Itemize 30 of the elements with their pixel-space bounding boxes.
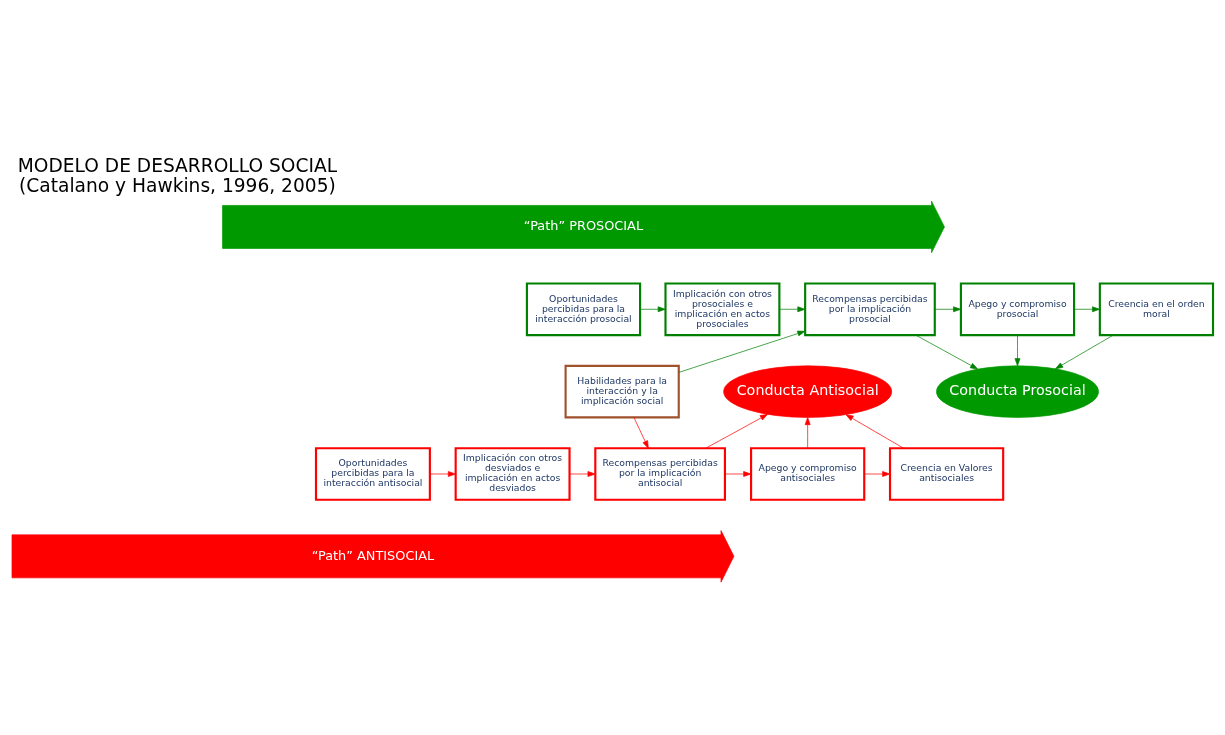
node-box: Implicación con otros prosociales e implicación en actos prosociales (664, 281, 781, 336)
caption: (Catalano y Hawkins, 1996, 2005) (19, 174, 336, 196)
arrow (934, 305, 961, 312)
arrow (1014, 334, 1021, 366)
arrow (1073, 305, 1100, 312)
arrow (915, 334, 978, 369)
arrow (845, 413, 904, 449)
arrow (864, 470, 891, 477)
node-box: Recompensas percibidas por la implicación prosocial (804, 281, 936, 336)
node-box: Oportunidades percibidas para la interacción prosocial (525, 281, 642, 336)
arrow (633, 416, 649, 448)
arrow (569, 470, 596, 477)
node-box: Creencia en el orden moral (1098, 281, 1215, 336)
node-box: Implicación con otros desviados e implicación en actos desviados (454, 446, 571, 501)
arrow (1055, 334, 1114, 369)
diagram-title: MODELO DE DESARROLLO SOCIAL (17, 154, 338, 176)
arrow (705, 413, 768, 448)
arrow (724, 470, 752, 477)
arrow (804, 416, 811, 448)
arrow (429, 470, 456, 477)
node-box: Apego y compromiso prosocial (959, 281, 1076, 336)
node-ellipse: Conducta Prosocial (936, 365, 1099, 418)
node-box: Recompensas percibidas por la implicación antisocial (594, 446, 726, 501)
arrow (678, 330, 806, 373)
arrow (639, 305, 666, 312)
node-box: Oportunidades percibidas para la interacción antisocial (314, 446, 431, 501)
arrow (779, 305, 806, 312)
node-box: Habilidades para la interacción y la implicación social (564, 364, 680, 418)
node-box: Apego y compromiso antisociales (750, 446, 866, 501)
node-box: Creencia en Valores antisociales (888, 446, 1005, 501)
